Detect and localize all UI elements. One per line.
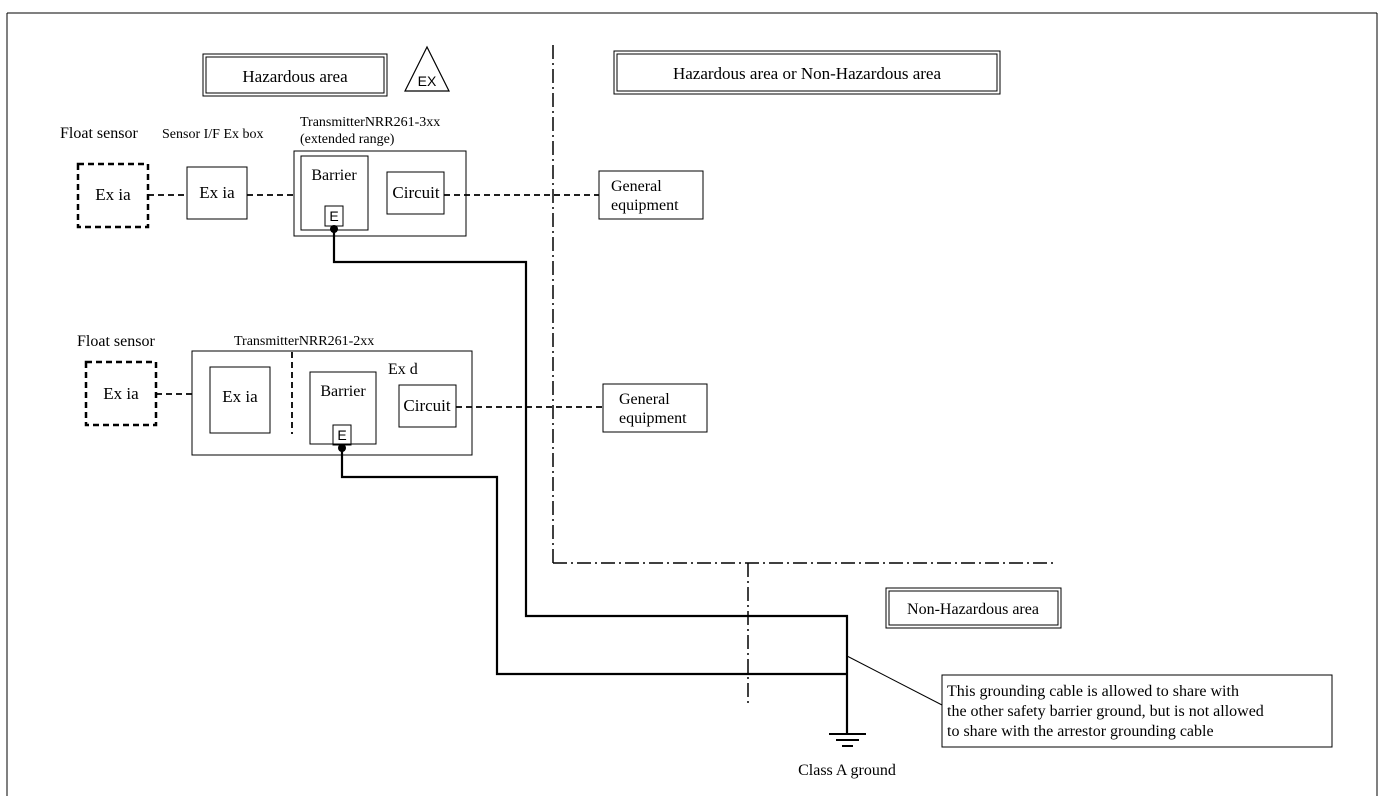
ex-d-label: Ex d [388, 361, 418, 378]
svg-text:Circuit: Circuit [392, 183, 439, 202]
svg-text:Hazardous area or Non-Hazardou: Hazardous area or Non-Hazardous area [673, 64, 942, 83]
svg-text:E: E [329, 208, 338, 224]
svg-text:equipment: equipment [619, 410, 687, 427]
svg-text:Ex ia: Ex ia [103, 384, 139, 403]
svg-text:Hazardous area: Hazardous area [242, 67, 348, 86]
svg-text:Barrier: Barrier [311, 167, 357, 184]
ex-hazard-icon: EX [404, 45, 450, 92]
bottom-float-sensor-box: Ex ia [84, 360, 158, 427]
svg-text:the other safety barrier groun: the other safety barrier ground, but is … [947, 703, 1264, 720]
svg-text:Ex ia: Ex ia [222, 387, 258, 406]
svg-text:Non-Hazardous area: Non-Hazardous area [907, 601, 1039, 618]
bottom-circuit-box: Circuit [398, 384, 457, 428]
top-float-sensor-box: Ex ia [76, 162, 150, 229]
top-float-sensor-label: Float sensor [60, 125, 138, 142]
svg-text:Circuit: Circuit [403, 396, 450, 415]
bottom-transmitter-box [191, 350, 473, 456]
bottom-barrier-box: Barrier [309, 371, 377, 445]
non-hazardous-area-label: Non-Hazardous area [885, 587, 1062, 629]
svg-text:Ex ia: Ex ia [95, 185, 131, 204]
hazardous-area-label: Hazardous area [202, 53, 388, 97]
ground-icon [829, 733, 866, 747]
top-circuit-box: Circuit [386, 171, 445, 215]
top-earth-terminal: E [324, 205, 344, 227]
svg-text:General: General [611, 178, 662, 195]
top-transmitter-label: TransmitterNRR261-3xx [300, 115, 440, 130]
sensor-if-ex-box-label: Sensor I/F Ex box [162, 127, 264, 142]
top-transmitter-sublabel: (extended range) [300, 132, 395, 147]
bottom-transmitter-label: TransmitterNRR261-2xx [234, 334, 374, 349]
svg-text:EX: EX [418, 73, 437, 89]
svg-text:equipment: equipment [611, 197, 679, 214]
bottom-earth-terminal: E [332, 424, 352, 446]
hazardous-or-non-hazardous-label: Hazardous area or Non-Hazardous area [613, 50, 1001, 95]
top-general-equipment-box: General equipment [598, 170, 704, 220]
sensor-if-ex-box: Ex ia [186, 166, 248, 220]
grounding-note-box: This grounding cable is allowed to share… [941, 674, 1333, 748]
top-transmitter-box [293, 150, 467, 237]
svg-text:Ex ia: Ex ia [199, 183, 235, 202]
svg-text:This grounding cable is allowe: This grounding cable is allowed to share… [947, 683, 1239, 700]
bottom-ex-ia-box: Ex ia [209, 366, 271, 434]
bottom-ground-cable [340, 448, 847, 676]
bottom-float-sensor-label: Float sensor [77, 333, 155, 350]
svg-text:General: General [619, 391, 670, 408]
svg-text:Barrier: Barrier [320, 383, 366, 400]
svg-text:E: E [337, 427, 346, 443]
svg-text:to share with the arrestor gro: to share with the arrestor grounding cab… [947, 723, 1214, 740]
note-leader-line [846, 655, 943, 706]
top-ground-cable [332, 229, 849, 734]
class-a-ground-label: Class A ground [798, 762, 896, 779]
bottom-general-equipment-box: General equipment [602, 383, 708, 433]
